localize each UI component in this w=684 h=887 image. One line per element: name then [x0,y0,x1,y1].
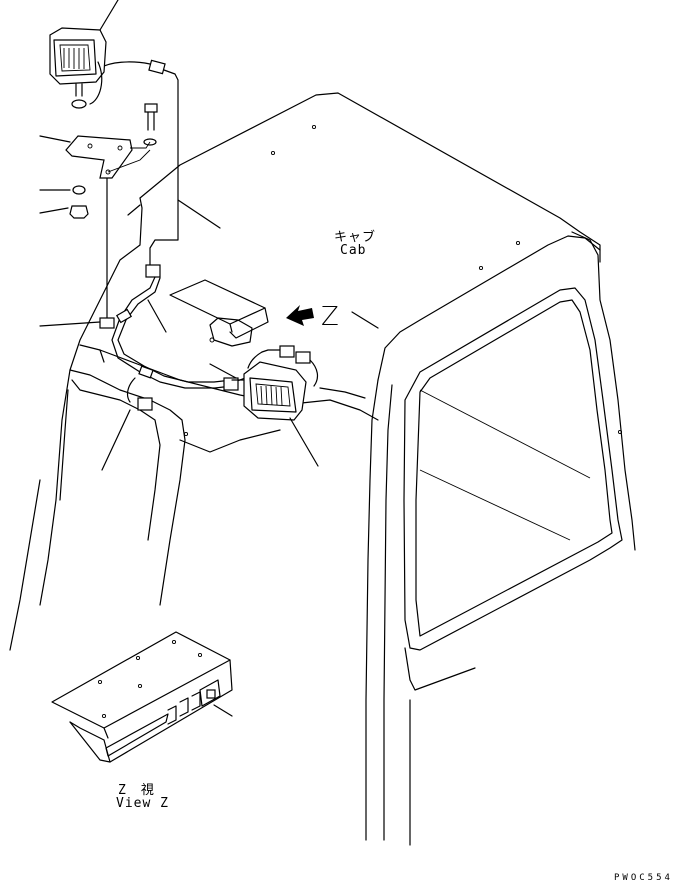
wire-harness [99,59,319,411]
roof-box [169,279,269,347]
right-work-lamp [231,361,319,467]
cab-label-jp: キャブ [334,230,377,245]
drawing-code: PWOC554 [614,873,673,883]
view-z-title-jp: Z 視 [118,783,155,798]
cab-structure [9,92,636,846]
view-direction-arrow-icon [286,305,314,326]
view-z-box [51,631,233,763]
top-work-lamp [49,0,119,109]
cab-label-en: Cab [340,243,367,258]
view-z-title-en: View Z [116,796,169,811]
leader-lines [101,199,379,471]
mount-bracket [39,103,158,327]
view-z-marker: Z [321,302,339,332]
